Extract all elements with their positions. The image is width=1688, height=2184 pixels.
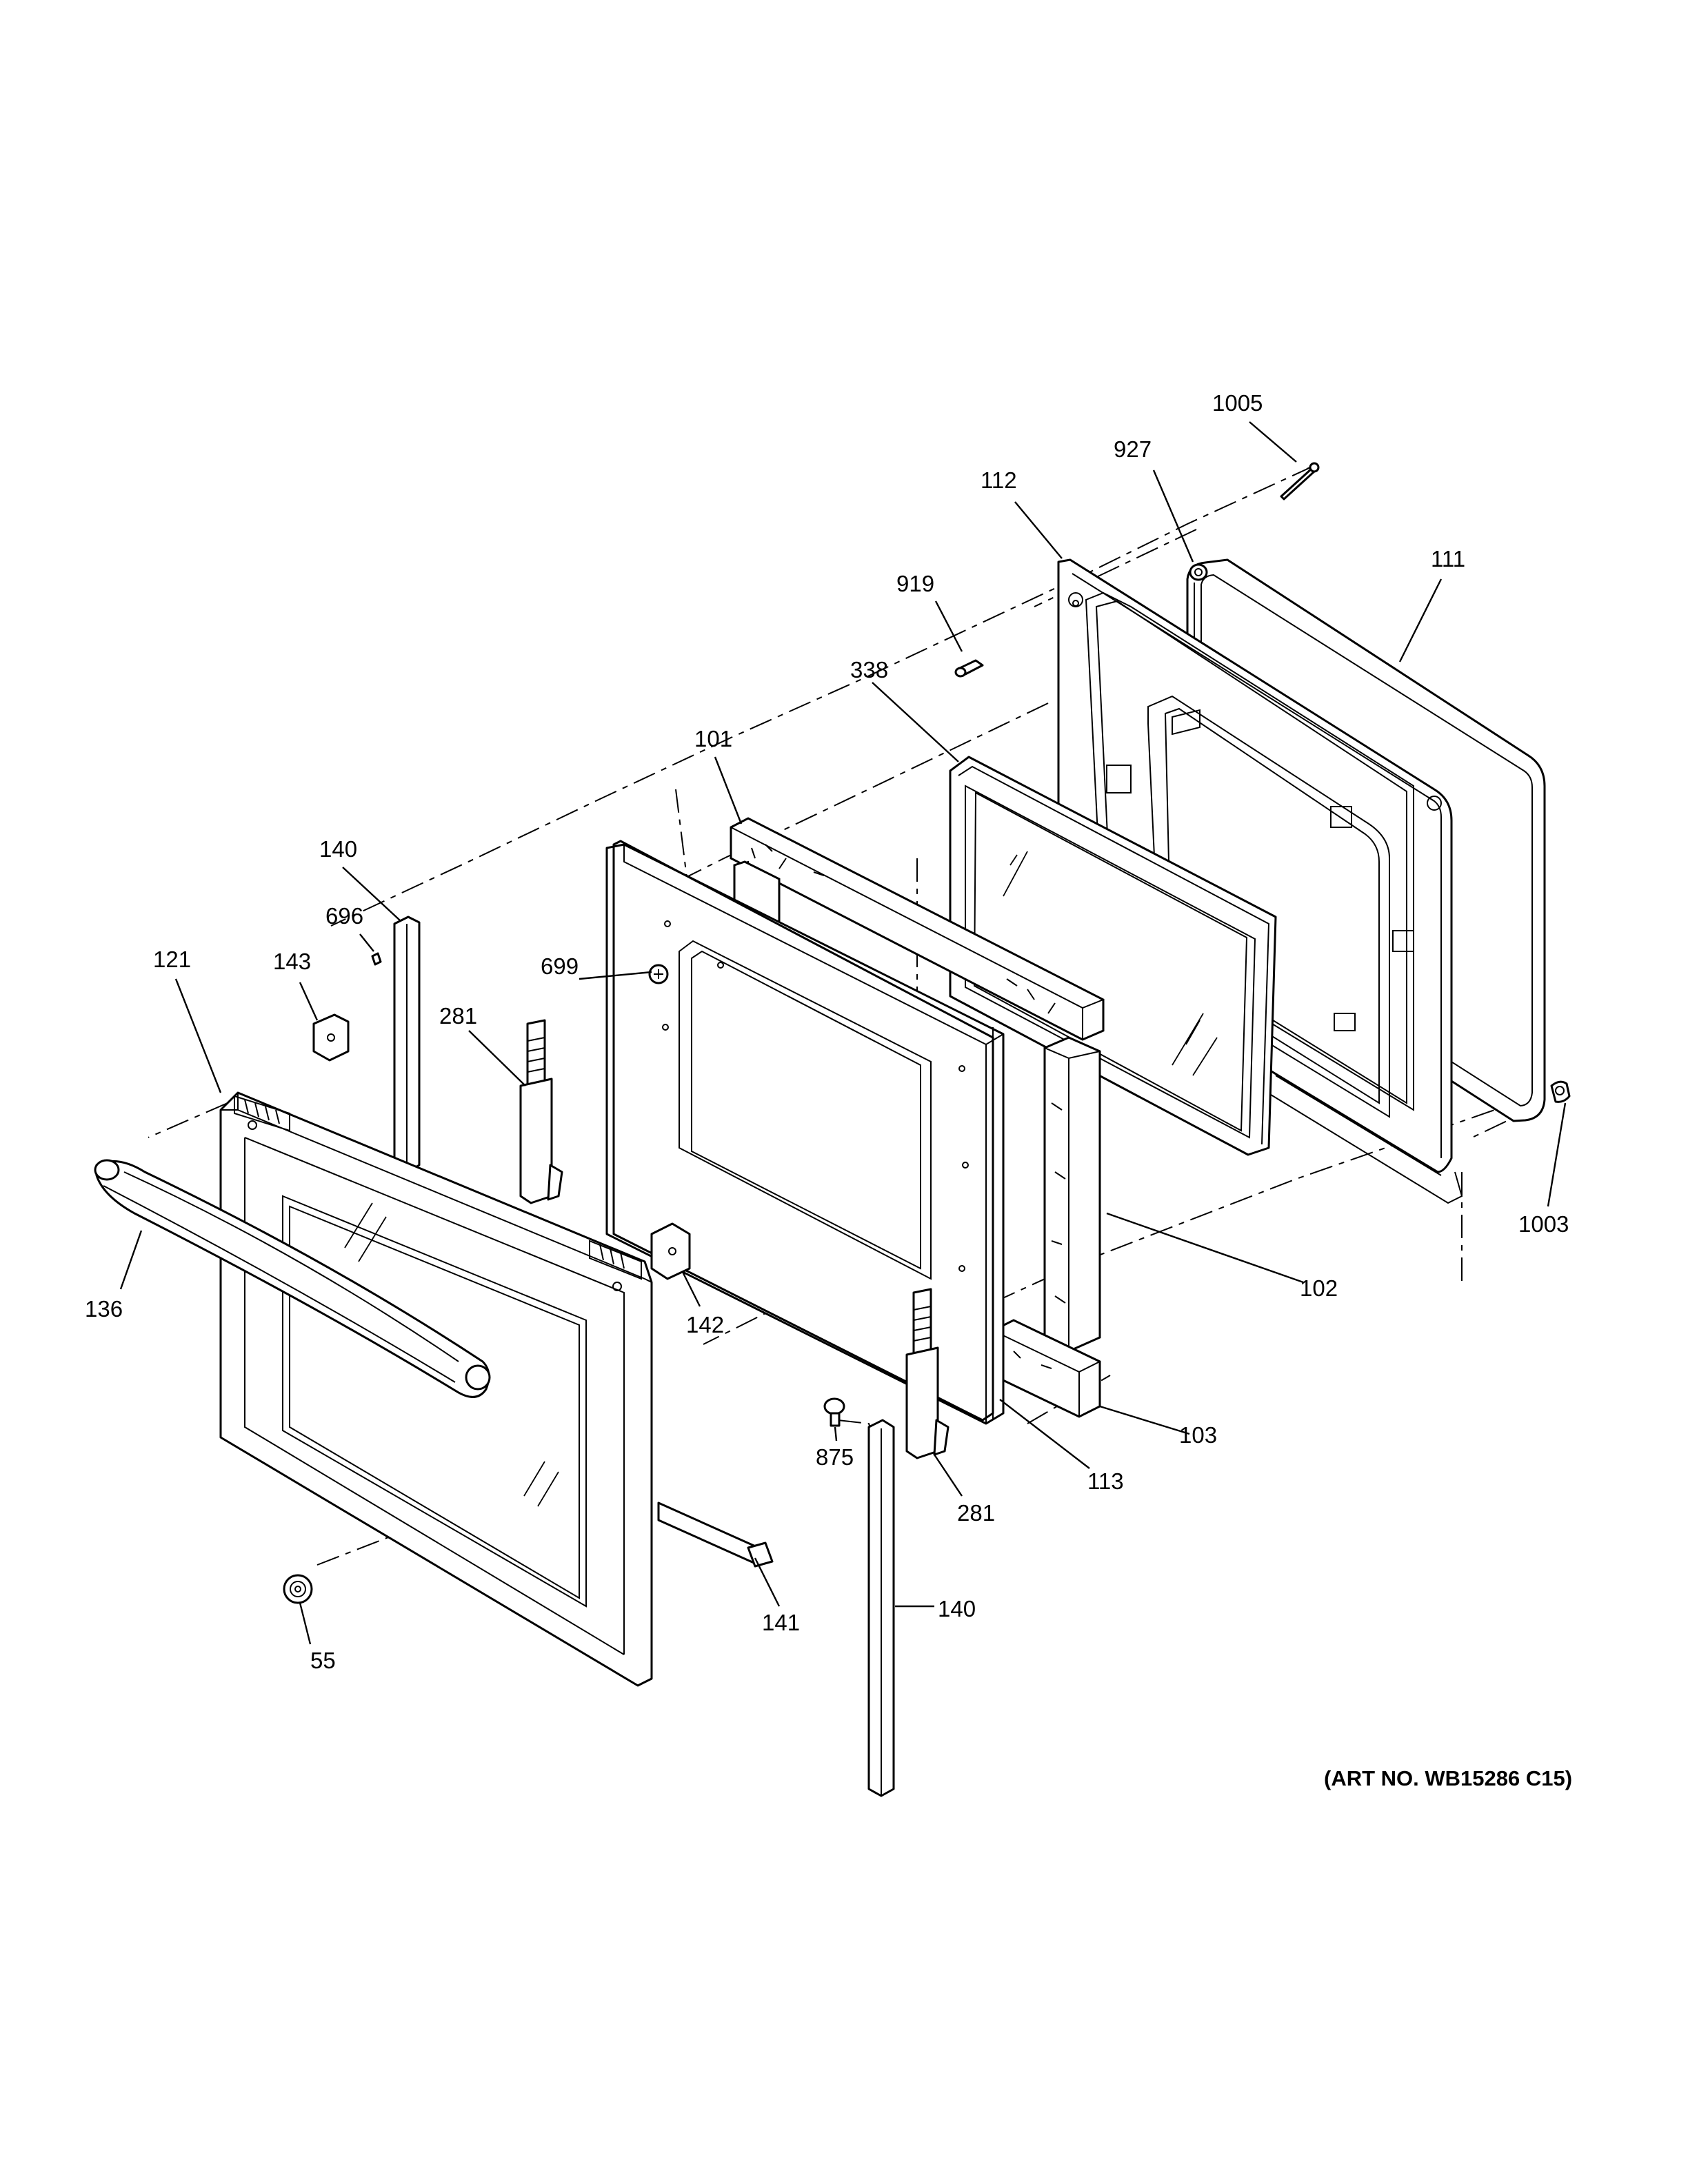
callout-121: 121 xyxy=(153,947,191,972)
door-liner-frame xyxy=(612,840,994,1422)
callout-136: 136 xyxy=(85,1296,123,1322)
callout-labels: 1005 927 112 111 919 338 101 140 696 143… xyxy=(85,390,1569,1673)
callout-141: 141 xyxy=(762,1610,800,1635)
callout-111: 111 xyxy=(1431,546,1465,572)
screw-875 xyxy=(823,1397,845,1427)
leader-lines xyxy=(119,421,1567,1645)
callout-1003: 1003 xyxy=(1518,1211,1569,1237)
callout-101: 101 xyxy=(694,726,732,751)
glass-pack-338 xyxy=(949,756,1277,1156)
hinge-281-bottom xyxy=(905,1288,950,1459)
callout-338: 338 xyxy=(850,657,888,682)
callout-281-bottom: 281 xyxy=(957,1500,995,1526)
channel-140-top xyxy=(393,916,421,1173)
callout-142: 142 xyxy=(686,1312,724,1337)
callout-103: 103 xyxy=(1179,1422,1217,1448)
trim-141 xyxy=(657,1502,774,1568)
callout-699: 699 xyxy=(541,953,579,979)
bumper-55 xyxy=(283,1574,313,1604)
screw-699 xyxy=(648,964,669,984)
callout-113: 113 xyxy=(1087,1468,1124,1494)
callout-112: 112 xyxy=(981,467,1017,493)
hinge-281-top xyxy=(519,1019,563,1204)
callout-55: 55 xyxy=(310,1648,336,1673)
callout-102: 102 xyxy=(1300,1275,1338,1301)
callout-919: 919 xyxy=(896,571,934,596)
callout-927: 927 xyxy=(1114,436,1152,462)
outer-door-121 xyxy=(219,1091,653,1687)
screw-696 xyxy=(371,952,382,966)
screw-1005 xyxy=(1280,462,1320,501)
callout-143: 143 xyxy=(273,949,311,974)
callout-696: 696 xyxy=(325,903,363,929)
channel-140-bottom xyxy=(867,1419,895,1797)
pin-919 xyxy=(954,659,984,678)
bracket-143 xyxy=(312,1013,350,1062)
inner-panel-112 xyxy=(1057,558,1463,1204)
callout-875: 875 xyxy=(816,1444,854,1470)
callout-1005: 1005 xyxy=(1212,390,1263,416)
callout-140-top: 140 xyxy=(319,836,357,862)
washer-927 xyxy=(1189,563,1208,581)
callout-281-top: 281 xyxy=(439,1003,477,1029)
clip-1003 xyxy=(1550,1080,1571,1103)
callout-140-bottom: 140 xyxy=(938,1596,976,1621)
art-number: (ART NO. WB15286 C15) xyxy=(1324,1766,1572,1790)
bracket-142 xyxy=(650,1222,691,1280)
handle-136 xyxy=(94,1159,491,1398)
insulation-102 xyxy=(1043,1036,1101,1353)
